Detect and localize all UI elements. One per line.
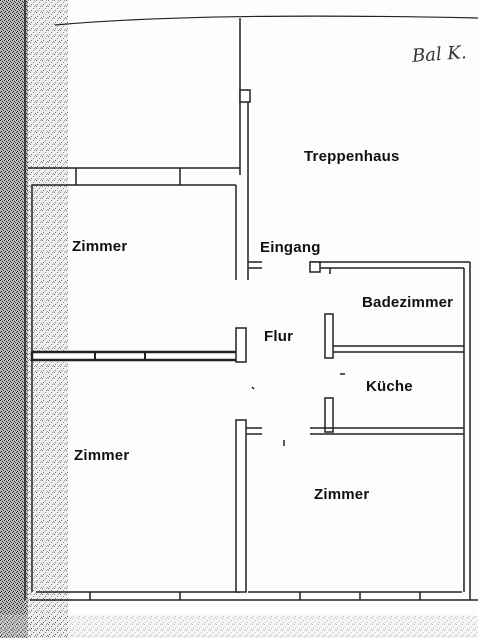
- walls: [24, 0, 478, 601]
- room-label-eingang: Eingang: [260, 239, 321, 256]
- room-label-treppenhaus: Treppenhaus: [304, 148, 400, 165]
- room-label-flur: Flur: [264, 328, 294, 345]
- scan-noise-bottom: [0, 615, 478, 638]
- room-label-zimmer-bottom-left: Zimmer: [74, 447, 130, 464]
- room-label-zimmer-bottom-right: Zimmer: [314, 486, 370, 503]
- handwritten-annotation: Bal K.: [411, 42, 468, 67]
- scan-noise-fade: [28, 0, 68, 638]
- room-label-badezimmer: Badezimmer: [362, 294, 454, 311]
- room-label-zimmer-top-left: Zimmer: [72, 238, 128, 255]
- room-label-kueche: Küche: [366, 378, 413, 395]
- scan-noise-left: [0, 0, 28, 638]
